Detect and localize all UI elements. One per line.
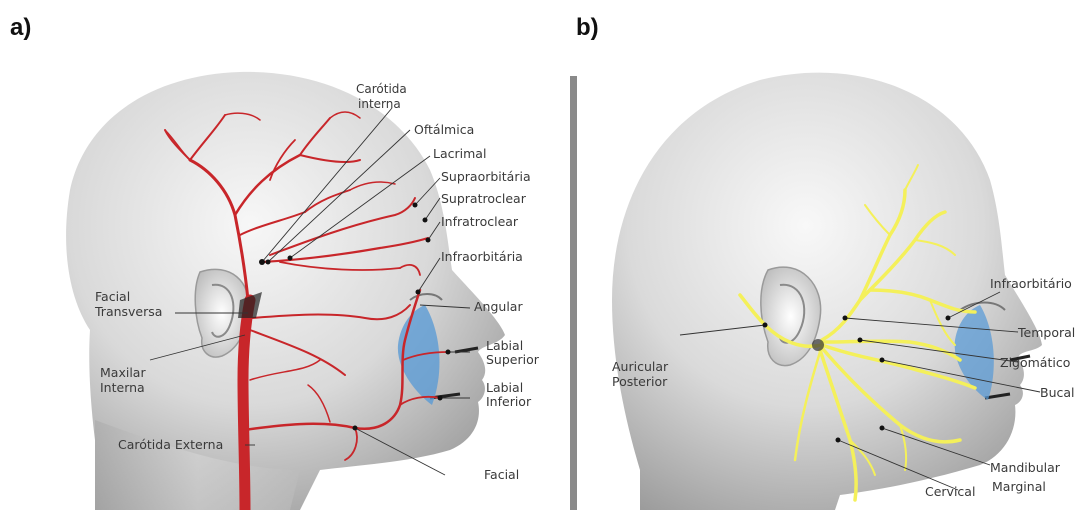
label-facial: Facial	[484, 467, 519, 482]
label-supratroclear: Supratroclear	[441, 191, 527, 206]
label-angular: Angular	[474, 299, 523, 314]
head-panel-a: Carótida interna Oftálmica Lacrimal Supr…	[66, 72, 540, 510]
head-panel-b: Infraorbitário Temporal Zigomático Bucal…	[612, 73, 1075, 510]
label-cervical: Cervical	[925, 484, 975, 499]
label-labial-inferior-line1: Labial	[486, 380, 523, 395]
label-infraorbitario: Infraorbitário	[990, 276, 1072, 291]
label-maxilar-interna-line1: Maxilar	[100, 365, 146, 380]
label-carotida-interna-line1: Carótida	[356, 82, 407, 96]
label-auricular-posterior-line2: Posterior	[612, 374, 668, 389]
label-carotida-interna-line2: interna	[358, 97, 401, 111]
label-temporal: Temporal	[1017, 325, 1075, 340]
label-lacrimal: Lacrimal	[433, 146, 486, 161]
label-infratroclear: Infratroclear	[441, 214, 519, 229]
label-infraorbitaria: Infraorbitária	[441, 249, 523, 264]
label-mandibular-marginal-line2: Marginal	[992, 479, 1046, 494]
label-maxilar-interna-line2: Interna	[100, 380, 145, 395]
panel-divider	[570, 76, 577, 510]
label-labial-superior-line1: Labial	[486, 338, 523, 353]
head-silhouette	[612, 73, 1042, 510]
label-supraorbitaria: Supraorbitária	[441, 169, 531, 184]
label-oftalmica: Oftálmica	[414, 122, 474, 137]
label-auricular-posterior-line1: Auricular	[612, 359, 669, 374]
label-bucal: Bucal	[1040, 385, 1075, 400]
label-zigomatico: Zigomático	[1000, 355, 1070, 370]
label-facial-transversa-line2: Transversa	[94, 304, 162, 319]
label-mandibular-marginal-line1: Mandibular	[990, 460, 1061, 475]
label-labial-superior-line2: Superior	[486, 352, 540, 367]
label-facial-transversa-line1: Facial	[95, 289, 130, 304]
label-carotida-externa: Carótida Externa	[118, 437, 223, 452]
label-labial-inferior-line2: Inferior	[486, 394, 532, 409]
